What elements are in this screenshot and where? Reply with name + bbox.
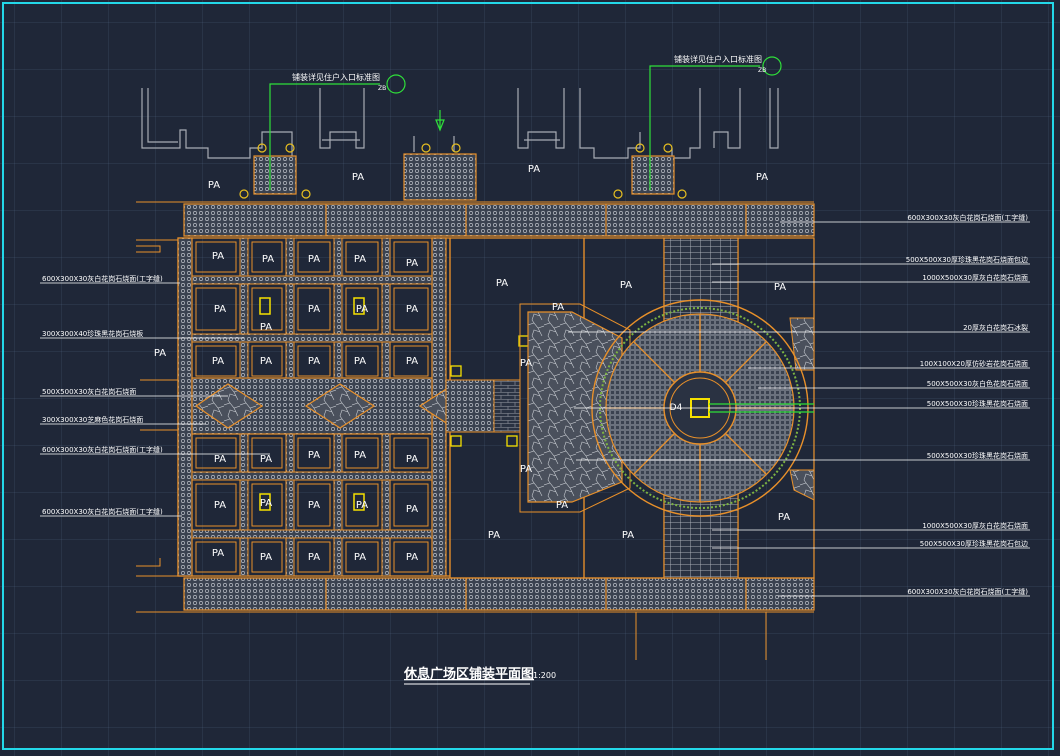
detail-tag-right: ZB <box>758 67 766 74</box>
callout-right-10: 500X500X30厚珍珠黑花岗石包边 <box>920 539 1028 548</box>
area-label-pa: PA <box>528 164 540 175</box>
connector-walk <box>445 379 521 433</box>
area-label-pa: PA <box>356 304 368 315</box>
corner-wedges <box>789 317 815 501</box>
area-label-pa: PA <box>214 304 226 315</box>
area-label-pa: PA <box>308 304 320 315</box>
area-label-pa: PA <box>406 454 418 465</box>
column-dots <box>239 143 687 199</box>
area-label-pa: PA <box>406 304 418 315</box>
area-label-pa: PA <box>212 356 224 367</box>
area-label-pa: PA <box>778 512 790 523</box>
area-label-pa: PA <box>406 356 418 367</box>
connector-posts <box>450 335 530 447</box>
area-label-pa: PA <box>406 258 418 269</box>
area-label-pa: PA <box>214 500 226 511</box>
grid-strips <box>191 237 433 577</box>
area-label-pa: PA <box>756 172 768 183</box>
area-label-pa: PA <box>406 552 418 563</box>
grid-cells <box>195 241 429 573</box>
bench-markers <box>259 297 365 511</box>
callout-right-8: 500X500X30珍珠黑花岗石烧面 <box>927 451 1028 460</box>
area-label-pa: PA <box>552 302 564 313</box>
area-label-pa: PA <box>212 251 224 262</box>
detail-tag-left: ZB <box>378 85 386 92</box>
area-label-pa: PA <box>556 500 568 511</box>
area-label-pa: PA <box>352 172 364 183</box>
area-labels: PA PA PA PA PA PA PA PA PA PA PA PA PA PA PA PA PA PA PA PA… <box>154 164 790 563</box>
area-label-pa: PA <box>356 500 368 511</box>
callout-left-1: 600X300X30灰白花岗石烧面(工字缝) <box>42 274 163 283</box>
callout-left-2: 300X300X40珍珠黑花岗石烧板 <box>42 329 143 338</box>
area-label-pa: PA <box>308 356 320 367</box>
area-label-pa: PA <box>520 358 532 369</box>
drawing-title: 休息广场区铺装平面图 <box>403 666 534 682</box>
drawing-scale: 1:200 <box>533 671 556 680</box>
area-label-pa: PA <box>496 278 508 289</box>
area-label-pa: PA <box>212 548 224 559</box>
callout-right-7: 500X500X30珍珠黑花岗石烧面 <box>927 399 1028 408</box>
callout-right-3: 1000X500X30厚灰白花岗石烧面 <box>922 273 1028 282</box>
paving-bands <box>183 203 815 611</box>
area-label-pa: PA <box>260 356 272 367</box>
leader-lines <box>40 221 1030 597</box>
callouts-left: 600X300X30灰白花岗石烧面(工字缝) 300X300X40珍珠黑花岗石烧板… <box>42 274 163 516</box>
entrance-leaders <box>269 56 782 190</box>
area-label-pa: PA <box>308 254 320 265</box>
area-label-pa: PA <box>154 348 166 359</box>
area-label-pa: PA <box>260 552 272 563</box>
callout-left-4: 300X300X30芝麻色花岗石烧面 <box>42 415 143 424</box>
area-label-pa: PA <box>622 530 634 541</box>
area-label-pa: PA <box>308 500 320 511</box>
entrance-note-left: 铺装详见住户入口标准图 <box>292 72 380 82</box>
callout-right-9: 1000X500X30厚灰白花岗石烧面 <box>922 521 1028 530</box>
area-label-pa: PA <box>620 280 632 291</box>
area-label-pa: PA <box>354 450 366 461</box>
area-label-pa: PA <box>308 450 320 461</box>
area-label-pa: PA <box>214 454 226 465</box>
callout-right-1: 600X300X30灰白花岗石烧面(工字缝) <box>907 213 1028 222</box>
entry-planters <box>253 153 675 201</box>
area-label-pa: PA <box>354 254 366 265</box>
area-label-pa: PA <box>774 282 786 293</box>
area-label-pa: PA <box>520 464 532 475</box>
building-walls <box>141 88 779 159</box>
callout-right-2: 500X500X30厚珍珠黑花岗石烧面包边 <box>906 255 1028 264</box>
area-label-pa: PA <box>260 454 272 465</box>
area-label-pa: PA <box>262 254 274 265</box>
area-label-pa: PA <box>260 322 272 333</box>
callout-right-11: 600X300X30灰白花岗石烧面(工字缝) <box>907 587 1028 596</box>
area-label-pa: PA <box>260 498 272 509</box>
area-label-pa: PA <box>406 504 418 515</box>
area-label-pa: PA <box>208 180 220 191</box>
callouts-right: 600X300X30灰白花岗石烧面(工字缝) 500X500X30厚珍珠黑花岗石烧… <box>906 213 1028 596</box>
area-label-pa: PA <box>308 552 320 563</box>
callout-left-6: 600X300X30灰白花岗石烧面(工字缝) <box>42 507 163 516</box>
callout-left-5: 600X300X30灰白花岗石烧面(工字缝) <box>42 445 163 454</box>
area-label-pa: PA <box>354 552 366 563</box>
callout-right-6: 500X500X30灰白色花岗石烧面 <box>927 379 1028 388</box>
area-label-pa: PA <box>488 530 500 541</box>
callout-right-4: 20厚灰白花岗石冰裂 <box>963 323 1028 332</box>
callout-left-3: 500X500X30灰白花岗石烧面 <box>42 387 136 396</box>
area-label-pa: PA <box>354 356 366 367</box>
callout-right-5: 100X100X20厚仿砂岩花岗石烧面 <box>920 359 1028 368</box>
entrance-note-right: 铺装详见住户入口标准图 <box>674 54 762 64</box>
